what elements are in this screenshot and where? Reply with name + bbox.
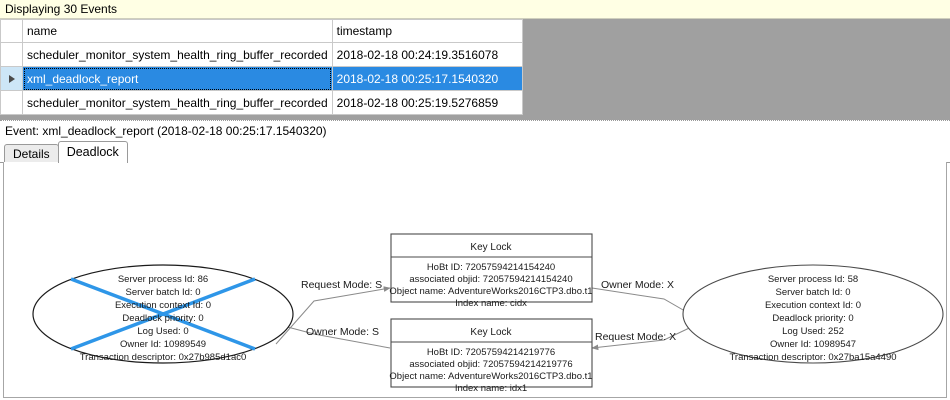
cell-timestamp[interactable]: 2018-02-18 00:24:19.3516078 xyxy=(331,42,523,67)
events-grid-container[interactable]: name timestamp scheduler_monitor_system_… xyxy=(0,19,950,120)
process-right-line-5: Log Used: 252 xyxy=(782,326,844,337)
process-left-line-2: Server batch Id: 0 xyxy=(126,287,201,298)
resource-node-top-box[interactable] xyxy=(390,233,593,303)
tabstrip: Details Deadlock xyxy=(0,141,950,163)
cell-name[interactable]: xml_deadlock_report xyxy=(22,66,333,91)
process-right-line-1: Server process Id: 58 xyxy=(768,274,858,285)
process-node-right-ellipse[interactable] xyxy=(682,264,944,364)
event-header-label: Event: xml_deadlock_report (2018-02-18 0… xyxy=(0,120,950,140)
resource-bottom-line-1: HoBt ID: 72057594214219776 xyxy=(427,347,555,358)
events-grid[interactable]: name timestamp scheduler_monitor_system_… xyxy=(0,19,523,115)
resource-node-bottom[interactable]: Key Lock HoBt ID: 72057594214219776 asso… xyxy=(389,318,593,394)
tab-details[interactable]: Details xyxy=(4,144,59,163)
resource-node-top[interactable]: Key Lock HoBt ID: 72057594214154240 asso… xyxy=(389,233,593,309)
row-arrow-icon xyxy=(8,75,15,84)
deadlock-graph-panel[interactable]: Request Mode: S Owner Mode: X Owner Mode… xyxy=(3,162,947,398)
process-left-line-3: Execution context Id: 0 xyxy=(115,300,211,311)
cell-timestamp[interactable]: 2018-02-18 00:25:19.5276859 xyxy=(331,90,523,115)
edge-label-owner-mode-x: Owner Mode: X xyxy=(601,279,674,291)
status-strip: Displaying 30 Events xyxy=(0,0,950,19)
edge-right-request-bottom: Request Mode: X xyxy=(591,321,703,351)
resource-top-line-1: HoBt ID: 72057594214154240 xyxy=(427,262,555,273)
cell-name[interactable]: scheduler_monitor_system_health_ring_buf… xyxy=(22,42,333,67)
row-selector-cell[interactable] xyxy=(0,66,23,91)
column-header-name[interactable]: name xyxy=(22,19,333,43)
table-row[interactable]: scheduler_monitor_system_health_ring_buf… xyxy=(0,42,523,67)
resource-node-bottom-box[interactable] xyxy=(390,318,593,388)
process-left-line-5: Log Used: 0 xyxy=(137,326,188,337)
edge-label-owner-mode-s: Owner Mode: S xyxy=(306,326,379,338)
deadlock-victim-cross-icon xyxy=(70,277,256,351)
process-node-right[interactable]: Server process Id: 58 Server batch Id: 0… xyxy=(682,264,944,364)
resource-bottom-line-3: Object name: AdventureWorks2016CTP3.dbo.… xyxy=(389,371,592,382)
row-selector-cell[interactable] xyxy=(0,42,23,67)
edge-label-request-mode-s: Request Mode: S xyxy=(301,279,382,291)
deadlock-graph-svg[interactable]: Request Mode: S Owner Mode: X Owner Mode… xyxy=(4,162,947,398)
table-row[interactable]: scheduler_monitor_system_health_ring_buf… xyxy=(0,90,523,115)
process-right-line-6: Owner Id: 10989547 xyxy=(770,339,856,350)
process-right-line-3: Execution context Id: 0 xyxy=(765,300,861,311)
process-left-line-1: Server process Id: 86 xyxy=(118,274,208,285)
table-header-row: name timestamp xyxy=(0,19,523,43)
resource-bottom-line-4: Index name: idx1 xyxy=(455,383,527,394)
process-node-left[interactable]: Server process Id: 86 Server batch Id: 0… xyxy=(32,264,294,364)
row-selector-cell[interactable] xyxy=(0,90,23,115)
cell-timestamp[interactable]: 2018-02-18 00:25:17.1540320 xyxy=(331,66,523,91)
resource-bottom-header: Key Lock xyxy=(470,327,512,338)
process-right-line-2: Server batch Id: 0 xyxy=(776,287,851,298)
process-left-line-7: Transaction descriptor: 0x27b985d1ac0 xyxy=(80,352,247,363)
edge-bottom-owner-left: Owner Mode: S xyxy=(279,323,391,349)
process-right-line-7: Transaction descriptor: 0x27ba15a4490 xyxy=(729,352,896,363)
resource-top-line-4: Index name: cidx xyxy=(455,298,527,309)
edge-label-request-mode-x: Request Mode: X xyxy=(595,331,676,343)
resource-top-line-3: Object name: AdventureWorks2016CTP3.dbo.… xyxy=(389,286,592,297)
process-left-line-4: Deadlock priority: 0 xyxy=(122,313,203,324)
resource-top-header: Key Lock xyxy=(470,242,512,253)
resource-bottom-line-2: associated objid: 72057594214219776 xyxy=(409,359,572,370)
process-left-line-6: Owner Id: 10989549 xyxy=(120,339,206,350)
edge-left-request-top: Request Mode: S xyxy=(275,279,391,345)
column-header-selector xyxy=(0,19,23,43)
column-header-timestamp[interactable]: timestamp xyxy=(331,19,523,43)
resource-top-line-2: associated objid: 72057594214154240 xyxy=(409,274,572,285)
tab-deadlock[interactable]: Deadlock xyxy=(57,141,128,163)
table-row-selected[interactable]: xml_deadlock_report 2018-02-18 00:25:17.… xyxy=(0,66,523,91)
cell-name[interactable]: scheduler_monitor_system_health_ring_buf… xyxy=(22,90,333,115)
process-right-line-4: Deadlock priority: 0 xyxy=(772,313,853,324)
